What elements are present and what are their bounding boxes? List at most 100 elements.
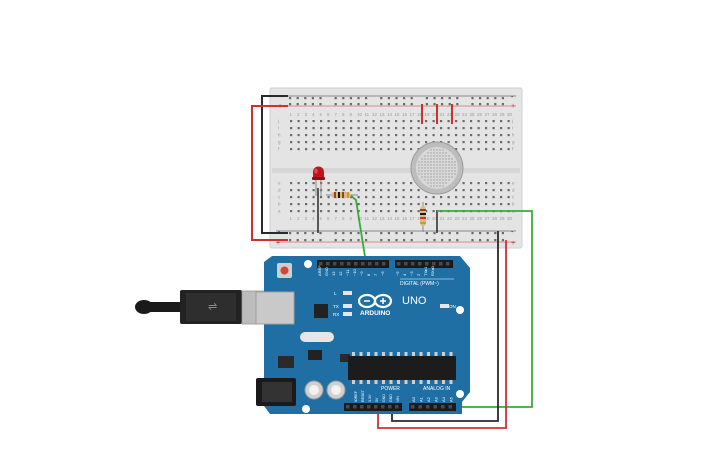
digital-pin-label: ~10 (352, 268, 357, 276)
wire-red-left-rail[interactable] (251, 105, 288, 241)
digital-pin-label: AREF (317, 265, 322, 276)
column-number: 4 (312, 216, 315, 221)
chip-pins (352, 352, 453, 384)
row-letter: g (512, 140, 515, 145)
column-number: 21 (440, 112, 446, 117)
analog-pin-label: A4 (441, 396, 446, 402)
analog-pin-label: A2 (426, 396, 431, 402)
column-number: 19 (425, 112, 431, 117)
row-letter: d (278, 188, 281, 193)
column-number: 10 (357, 112, 363, 117)
row-letter: j (511, 119, 513, 124)
column-number: 3 (305, 216, 308, 221)
rx-label: RX (333, 312, 339, 317)
arduino-uno[interactable]: L TX RX ON ARDUINO UNO DIGITAL (PWM~) PO… (255, 256, 470, 414)
column-number: 6 (327, 112, 330, 117)
digital-pin-label: ~5 (395, 271, 400, 276)
power-header[interactable] (344, 403, 402, 411)
column-number: 4 (312, 112, 315, 117)
model-text: UNO (402, 295, 427, 307)
column-number: 8 (342, 216, 345, 221)
digital-pin-label: ~6 (380, 271, 385, 276)
resistor-sensor[interactable] (420, 202, 426, 232)
wire-black-left-rail[interactable] (261, 95, 288, 234)
reset-button[interactable] (280, 266, 289, 275)
on-label: ON (449, 304, 456, 309)
digital-pin-label: TX▸1 (423, 266, 428, 276)
digital-pin-label: 7 (373, 273, 378, 276)
column-number: 28 (492, 112, 498, 117)
column-number: 22 (447, 216, 453, 221)
analog-header[interactable] (409, 403, 456, 411)
column-number: 26 (477, 216, 483, 221)
column-number: 7 (335, 112, 338, 117)
column-number: 14 (387, 216, 393, 221)
column-number: 15 (395, 112, 401, 117)
column-number: 5 (320, 112, 323, 117)
row-letter: i (278, 126, 279, 131)
gas-sensor[interactable] (410, 141, 464, 195)
column-number: 11 (365, 112, 370, 117)
usb-icon: ⇌ (208, 301, 217, 313)
digital-pin-label: 2 (416, 273, 421, 276)
power-pin-label: IOREF (354, 390, 358, 402)
wire-green-analog[interactable] (437, 210, 533, 408)
column-number: 16 (402, 216, 408, 221)
column-number: 28 (492, 216, 498, 221)
row-letter: d (512, 188, 515, 193)
rail-minus-top-right: - (511, 94, 514, 101)
column-number: 27 (485, 216, 491, 221)
column-number: 24 (462, 216, 468, 221)
row-letter: e (512, 181, 515, 186)
digital-pin-label: ~3 (409, 271, 414, 276)
column-number: 9 (350, 216, 353, 221)
resistor-led[interactable] (326, 192, 358, 198)
row-letter: e (278, 181, 281, 186)
power-pin-label: 5V (375, 397, 379, 402)
power-label: POWER (381, 386, 400, 392)
column-number: 29 (500, 216, 506, 221)
column-number: 22 (447, 112, 453, 117)
column-number: 2 (297, 216, 300, 221)
wire-red-5v[interactable] (377, 240, 507, 429)
rail-plus-bottom-right: + (511, 240, 515, 247)
column-number: 1 (290, 112, 293, 117)
column-number: 2 (297, 112, 300, 117)
digital-label: DIGITAL (PWM~) (400, 281, 439, 287)
row-letter: j (277, 119, 279, 124)
column-number: 11 (365, 216, 370, 221)
row-letter: i (512, 126, 513, 131)
wire-green-led-pin[interactable] (349, 194, 367, 264)
sensor-mesh (418, 149, 456, 187)
digital-header[interactable] (317, 260, 453, 268)
column-number: 14 (387, 112, 393, 117)
rail-minus-bottom-right: - (511, 229, 514, 236)
analog-label: ANALOG IN (423, 386, 451, 392)
row-letter: a (278, 209, 281, 214)
row-letter: f (278, 147, 280, 152)
column-number: 18 (417, 112, 423, 117)
column-number: 8 (342, 112, 345, 117)
column-number: 13 (380, 216, 386, 221)
breadboard[interactable]: 1122334455667788991010111112121313141415… (269, 87, 523, 249)
analog-pin-label: A5 (449, 396, 454, 402)
wires (251, 95, 533, 429)
row-letter: h (278, 133, 281, 138)
power-pin-label: GND (389, 394, 393, 402)
row-letter: c (278, 195, 281, 200)
digital-pin-label: ~11 (345, 269, 350, 276)
power-pin-label: RESET (361, 389, 365, 402)
column-number: 29 (500, 112, 506, 117)
column-number: 30 (507, 216, 513, 221)
column-number: 12 (372, 216, 378, 221)
column-number: 15 (395, 216, 401, 221)
digital-pin-label: 13 (331, 271, 336, 276)
rail-plus-top-right: + (511, 103, 515, 110)
led[interactable] (312, 166, 325, 197)
column-number: 12 (372, 112, 378, 117)
column-number: 25 (470, 216, 476, 221)
column-number: 1 (290, 216, 293, 221)
column-number: 9 (350, 112, 353, 117)
